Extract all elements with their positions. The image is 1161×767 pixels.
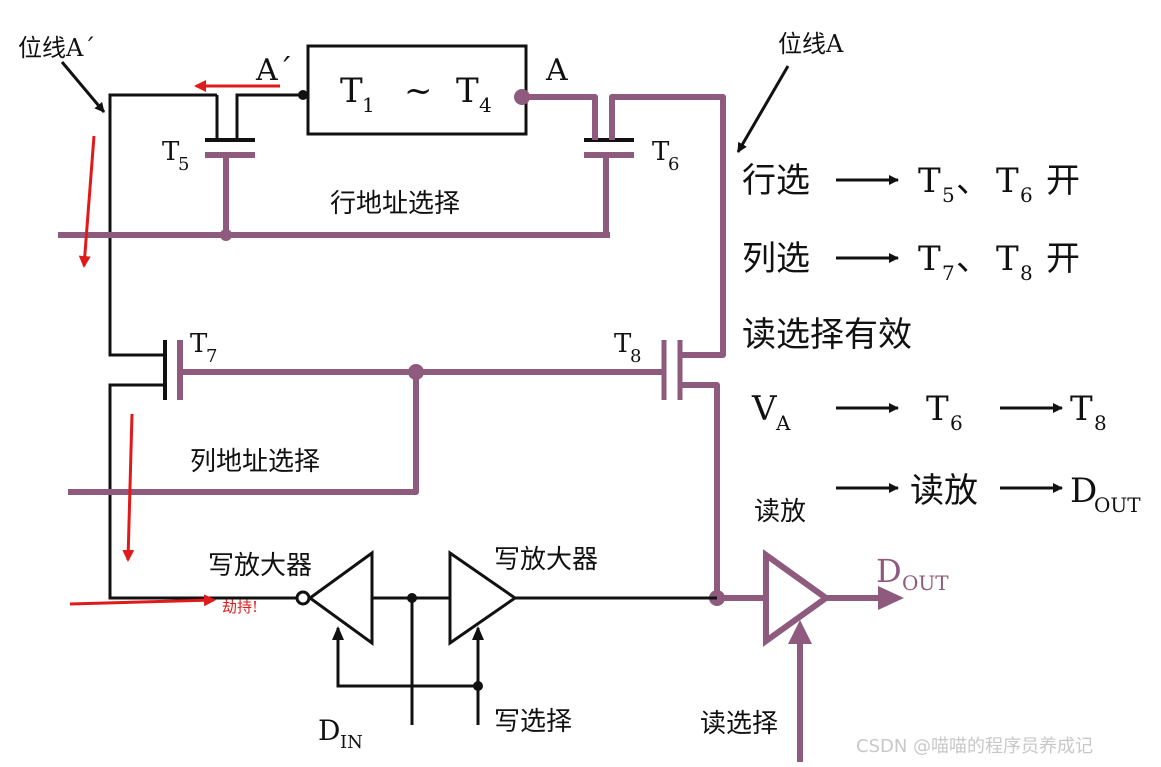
dout-arrowhead (878, 586, 904, 610)
t7-sub: 7 (206, 346, 217, 367)
t8-transistor (661, 340, 683, 400)
watermark: CSDN @喵喵的程序员养成记 (856, 736, 1093, 757)
bitline-a-prime-label: 位线A´ (18, 34, 95, 62)
note1-c-sub: 6 (1020, 183, 1033, 207)
bitline-a-pointer (736, 65, 790, 153)
t7-label: T (190, 329, 208, 359)
t8-sub: 8 (630, 346, 641, 367)
cell-tilde: ~ (404, 71, 433, 111)
cell-t1: T (340, 71, 363, 111)
note4-b-sub: 6 (950, 411, 963, 435)
explanation-notes: 行选 T 5 、 T 6 开 列选 T 7 、 T 8 开 读选择有效 V A … (742, 161, 1141, 517)
write-select-label: 写选择 (494, 707, 572, 737)
write-amp-right-label: 写放大器 (494, 545, 598, 575)
note4-c-sub: 8 (1094, 411, 1107, 435)
col-select-label: 列地址选择 (190, 447, 320, 477)
read-amp-label: 读放 (754, 497, 806, 527)
din-sub: IN (340, 732, 363, 753)
node-a-prime-dot (298, 90, 308, 100)
cell-t4-sub: 4 (479, 93, 492, 117)
cell-block-label: T 1 ~ T 4 (340, 71, 492, 117)
note2-c: T (996, 239, 1019, 279)
row-junction-dot (220, 229, 232, 241)
note4-c: T (1070, 389, 1093, 429)
dout-sub: OUT (902, 571, 949, 595)
cell-t1-sub: 1 (362, 93, 375, 117)
bitline-a-prime-pointer (60, 61, 106, 113)
note1-b: T (918, 161, 941, 201)
note3-a: 读选择有效 (742, 315, 912, 355)
read-select-label: 读选择 (700, 709, 778, 739)
write-amplifiers (295, 550, 717, 725)
note4-b: T (926, 389, 949, 429)
dout-label: D (876, 552, 902, 590)
node-a-prime-label: A´ (255, 53, 293, 88)
note2-b-sub: 7 (942, 261, 955, 285)
note1-sep: 、 (956, 161, 990, 201)
note1-a: 行选 (742, 161, 810, 201)
note1-d: 开 (1046, 161, 1080, 201)
note5-c-sub: OUT (1094, 493, 1141, 517)
bitline-a-label: 位线A (778, 30, 844, 58)
write-select-dot (473, 681, 483, 691)
t7-transistor (163, 340, 183, 400)
note2-a: 列选 (742, 239, 810, 279)
write-amp-left-label: 写放大器 (208, 551, 312, 581)
write-junction-dot (407, 593, 417, 603)
node-a-dot (514, 89, 530, 105)
cell-block-t1-t4 (306, 44, 528, 136)
note4-a: V (751, 389, 778, 429)
accent-wires (58, 94, 880, 762)
note2-b: T (918, 239, 941, 279)
note2-c-sub: 8 (1020, 261, 1033, 285)
red-annotation-arrows (69, 80, 280, 607)
read-select-arrowhead (788, 620, 812, 644)
read-amplifier (763, 549, 832, 647)
note2-sep: 、 (956, 239, 990, 279)
note4-a-sub: A (775, 411, 791, 435)
node-a-label: A (545, 53, 568, 88)
hijack-label: 劫持! (222, 598, 258, 616)
t5-label: T (162, 137, 180, 167)
t6-label: T (652, 137, 670, 167)
row-select-label: 行地址选择 (330, 189, 460, 219)
note5-b: 读放 (910, 471, 978, 511)
t5-sub: 5 (178, 154, 189, 175)
din-label: D (318, 714, 340, 747)
cell-t4: T (456, 71, 479, 111)
t5-transistor (205, 138, 255, 158)
note1-b-sub: 5 (942, 183, 955, 207)
note5-c: D (1070, 471, 1097, 511)
note1-c: T (996, 161, 1019, 201)
t6-sub: 6 (668, 154, 679, 175)
wsel-arrowhead (472, 626, 484, 640)
t8-label: T (614, 329, 632, 359)
din-arrowhead (332, 626, 344, 640)
t6-transistor (584, 138, 634, 158)
note-arrows (836, 175, 1063, 493)
col-junction-dot (408, 364, 424, 380)
note2-d: 开 (1046, 239, 1080, 279)
